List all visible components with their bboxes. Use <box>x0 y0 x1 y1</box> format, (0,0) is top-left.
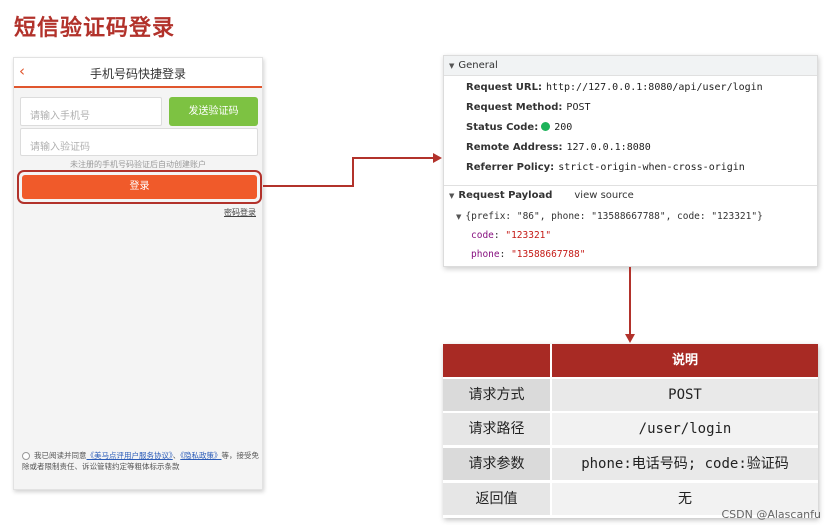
table-value-cell: 无 <box>552 483 818 515</box>
status-code-row: Status Code: 200 <box>466 122 572 133</box>
expand-triangle-icon[interactable]: ▼ <box>456 213 462 221</box>
general-label: General <box>458 60 498 71</box>
privacy-policy-link[interactable]: 《隐私政策》 <box>180 451 222 460</box>
referrer-policy-row: Referrer Policy:strict-origin-when-cross… <box>466 162 745 173</box>
collapse-triangle-icon[interactable]: ▼ <box>449 192 455 200</box>
table-header: 说明 <box>552 344 818 377</box>
back-arrow-icon[interactable]: ‹ <box>19 62 25 80</box>
verification-code-input[interactable]: 请输入验证码 <box>20 128 258 156</box>
arrow-head-down-icon <box>625 334 635 343</box>
section-divider <box>444 185 817 186</box>
request-method-row: Request Method:POST <box>466 102 591 113</box>
login-to-devtools-arrow <box>263 157 436 187</box>
phone-mockup: ‹ 手机号码快捷登录 请输入手机号 发送验证码 请输入验证码 未注册的手机号码验… <box>13 57 263 490</box>
row-key: Referrer Policy: <box>466 162 555 173</box>
table-key-cell: 返回值 <box>443 483 550 515</box>
status-ok-icon <box>541 122 551 131</box>
payload-label: Request Payload <box>458 190 553 201</box>
prop-key: code <box>471 230 494 241</box>
view-source-link[interactable]: view source <box>574 190 634 201</box>
phone-header-title: 手机号码快捷登录 <box>89 67 186 81</box>
table-key-cell: 请求路径 <box>443 413 550 445</box>
table-header-blank <box>443 344 550 377</box>
collapse-triangle-icon[interactable]: ▼ <box>449 62 455 70</box>
row-value: http://127.0.0.1:8080/api/user/login <box>545 82 763 93</box>
page-title: 短信验证码登录 <box>14 16 176 41</box>
prop-value: "13588667788" <box>511 249 586 260</box>
devtools-panel: ▼General Request URL:http://127.0.0.1:80… <box>443 55 818 267</box>
row-key: Request URL: <box>466 82 542 93</box>
table-value-cell: phone:电话号码; code:验证码 <box>552 448 818 480</box>
arrow-head-right-icon <box>433 153 442 163</box>
payload-prop-code: code: "123321" <box>471 230 552 241</box>
send-code-button[interactable]: 发送验证码 <box>169 97 258 126</box>
payload-section-header[interactable]: ▼Request Payload view source <box>449 190 634 201</box>
service-agreement-link[interactable]: 《美马点评用户服务协议》 <box>86 451 173 460</box>
prop-key: phone <box>471 249 500 260</box>
row-value: 200 <box>554 122 573 133</box>
auto-register-hint: 未注册的手机号码验证后自动创建账户 <box>70 160 206 169</box>
login-highlight-frame: 登录 <box>17 170 262 204</box>
table-key-cell: 请求方式 <box>443 379 550 411</box>
phone-number-input[interactable]: 请输入手机号 <box>20 97 162 126</box>
row-key: Remote Address: <box>466 142 563 153</box>
password-login-link[interactable]: 密码登录 <box>224 208 256 217</box>
table-key-cell: 请求参数 <box>443 448 550 480</box>
watermark: CSDN @Alascanfu <box>721 508 821 521</box>
prop-value: "123321" <box>505 230 552 241</box>
login-button[interactable]: 登录 <box>22 175 257 199</box>
agree-radio[interactable] <box>22 452 30 460</box>
row-key: Status Code: <box>466 122 539 133</box>
agree-separator: 、 <box>172 451 181 460</box>
payload-object[interactable]: ▼{prefix: "86", phone: "13588667788", co… <box>456 211 763 222</box>
remote-address-row: Remote Address:127.0.0.1:8080 <box>466 142 651 153</box>
request-url-row: Request URL:http://127.0.0.1:8080/api/us… <box>466 82 763 93</box>
row-value: strict-origin-when-cross-origin <box>558 162 745 173</box>
payload-object-summary: {prefix: "86", phone: "13588667788", cod… <box>465 211 763 222</box>
row-value: POST <box>566 102 591 113</box>
row-value: 127.0.0.1:8080 <box>566 142 651 153</box>
row-key: Request Method: <box>466 102 563 113</box>
table-value-cell: POST <box>552 379 818 411</box>
phone-header: ‹ 手机号码快捷登录 <box>14 58 262 88</box>
agree-suffix: 等，接受免除或者限制责任、诉讼管辖约定等粗体标示条款 <box>22 451 259 471</box>
table-value-cell: /user/login <box>552 413 818 445</box>
general-section-header[interactable]: ▼General <box>444 56 817 76</box>
api-description-table: 说明 请求方式 POST 请求路径 /user/login 请求参数 phone… <box>443 344 818 518</box>
agree-prefix: 我已阅读并同意 <box>34 451 87 460</box>
payload-prop-phone: phone: "13588667788" <box>471 249 586 260</box>
agreement-text: 我已阅读并同意《美马点评用户服务协议》、《隐私政策》等，接受免除或者限制责任、诉… <box>22 450 260 472</box>
